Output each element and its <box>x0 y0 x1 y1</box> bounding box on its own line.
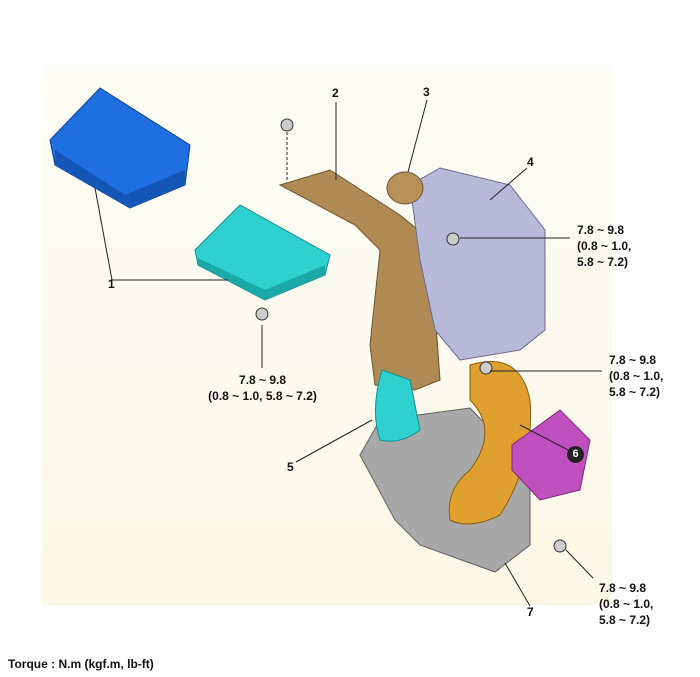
callout-4: 4 <box>527 155 534 169</box>
torque-kgf: (0.8 ~ 1.0, <box>609 369 664 383</box>
torque-lbft: 5.8 ~ 7.2) <box>609 385 661 399</box>
intake-hose-part <box>374 369 421 442</box>
callout-7: 7 <box>527 605 534 619</box>
air-cleaner-housing-part <box>409 167 546 361</box>
torque-nm: 7.8 ~ 9.8 <box>609 353 657 367</box>
torque-spec-housing: 7.8 ~ 9.8 (0.8 ~ 1.0, 5.8 ~ 7.2) <box>577 222 631 270</box>
air-intake-duct-part <box>278 169 441 391</box>
torque-spec-hose: 7.8 ~ 9.8 (0.8 ~ 1.0, 5.8 ~ 7.2) <box>609 352 663 400</box>
torque-nm: 7.8 ~ 9.8 <box>238 373 287 387</box>
torque-spec-lower: 7.8 ~ 9.8 (0.8 ~ 1.0, 5.8 ~ 7.2) <box>599 580 653 628</box>
torque-units-footer: Torque : N.m (kgf.m, lb-ft) <box>8 657 154 671</box>
torque-nm: 7.8 ~ 9.8 <box>599 581 647 595</box>
torque-kgf-lbft: (0.8 ~ 1.0, 5.8 ~ 7.2) <box>208 389 317 403</box>
torque-spec-filter: 7.8 ~ 9.8 (0.8 ~ 1.0, 5.8 ~ 7.2) <box>200 372 325 404</box>
callout-5: 5 <box>287 460 294 474</box>
leader-lines <box>94 99 602 607</box>
air-filter-element-part <box>194 204 331 301</box>
torque-lbft: 5.8 ~ 7.2) <box>599 613 651 627</box>
callout-2: 2 <box>332 86 339 100</box>
torque-lbft: 5.8 ~ 7.2) <box>577 255 629 269</box>
air-cleaner-cover-part <box>49 87 191 209</box>
callout-6: 6 <box>567 446 584 463</box>
resonator-part <box>511 409 591 501</box>
torque-kgf: (0.8 ~ 1.0, <box>577 239 632 253</box>
resonator-neck-part <box>386 171 424 205</box>
air-intake-hose-part <box>448 361 532 525</box>
torque-nm: 7.8 ~ 9.8 <box>577 223 625 237</box>
torque-kgf: (0.8 ~ 1.0, <box>599 597 654 611</box>
bolt-icons <box>255 118 567 553</box>
callout-1: 1 <box>108 277 115 291</box>
callout-3: 3 <box>423 85 430 99</box>
